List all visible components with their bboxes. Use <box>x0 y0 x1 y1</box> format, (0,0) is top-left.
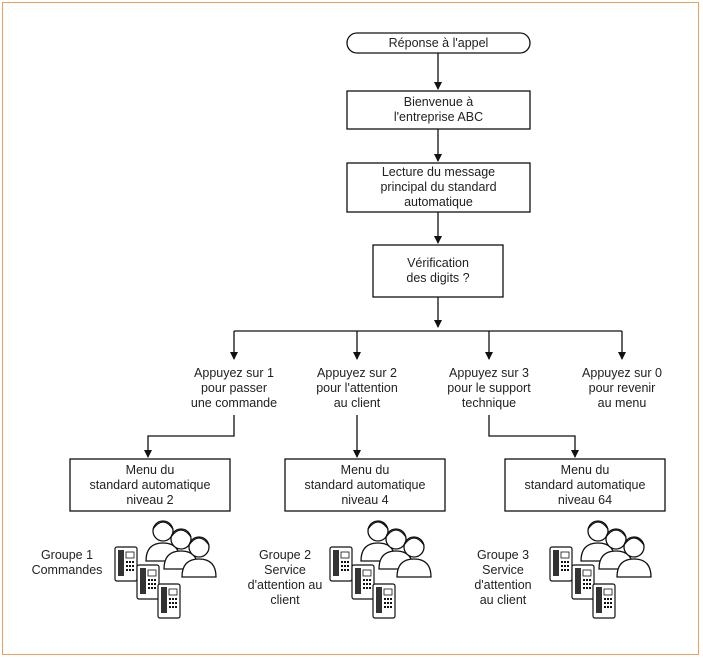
option-1-label: Appuyez sur 1 pour passer une commande <box>190 366 278 410</box>
check-digits-label: Vérification des digits ? <box>406 256 470 285</box>
group-2-illustration <box>329 520 432 619</box>
menu-2-label: Menu du standard automatique niveau 4 <box>304 462 426 507</box>
option-2-label: Appuyez sur 2 pour l'attention au client <box>316 366 398 410</box>
menu-box-3 <box>504 458 666 512</box>
menu-1-label: Menu du standard automatique niveau 2 <box>89 462 211 507</box>
welcome-box <box>346 90 531 130</box>
menu-box-2 <box>284 458 446 512</box>
menu-box-1 <box>69 458 231 512</box>
arrow-option1-menu1 <box>144 415 235 458</box>
arrow-option3-menu3 <box>488 415 579 458</box>
start-label: Réponse à l'appel <box>388 35 489 50</box>
group-1-label: Groupe 1 Commandes <box>31 548 103 577</box>
main-message-box <box>346 162 531 213</box>
group-2-label: Groupe 2 Service d'attention au client <box>247 548 323 607</box>
welcome-label: Bienvenue à l'entreprise ABC <box>393 95 484 124</box>
group-3-illustration <box>549 520 652 619</box>
group-1-illustration <box>114 520 217 619</box>
main-message-label: Lecture du message principal du standard… <box>380 165 497 209</box>
option-0-label: Appuyez sur 0 pour revenir au menu <box>582 366 662 410</box>
group-3-label: Groupe 3 Service d'attention au client <box>474 548 532 607</box>
option-3-label: Appuyez sur 3 pour le support technique <box>447 366 531 410</box>
menu-3-label: Menu du standard automatique niveau 64 <box>524 462 646 507</box>
